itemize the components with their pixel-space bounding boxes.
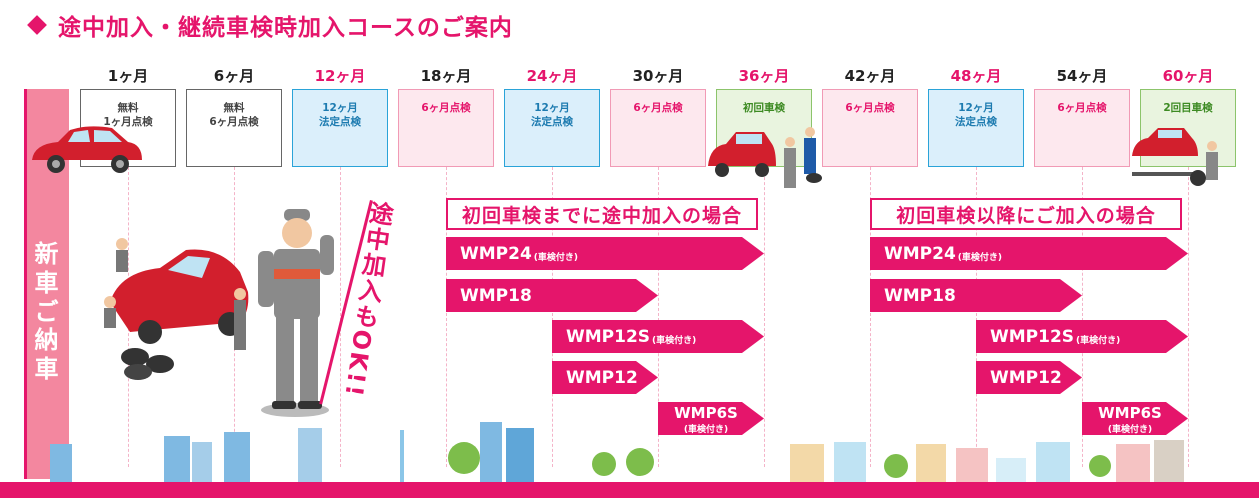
diamond-icon xyxy=(27,15,47,35)
cityscape-illustration xyxy=(50,422,1184,484)
month-label-36: 36ヶ月 xyxy=(738,67,790,85)
plan-arrow-wmp12s-right: WMP12S(車検付き) xyxy=(976,320,1188,353)
month-box-54: 6ヶ月点検 xyxy=(1034,89,1130,167)
red-car-illustration xyxy=(32,126,142,173)
guide-line xyxy=(870,167,871,467)
month-box-48: 12ヶ月法定点検 xyxy=(928,89,1024,167)
plan-arrow-wmp6s-left xyxy=(658,402,764,435)
guide-line xyxy=(658,167,659,467)
plan-arrow-wmp18-right: WMP18 xyxy=(870,279,1082,312)
plan-label-wmp6s-right: WMP6S (車検付き) xyxy=(1098,404,1162,435)
month-label-12: 12ヶ月 xyxy=(314,67,366,85)
month-box-24: 12ヶ月法定点検 xyxy=(504,89,600,167)
guide-line xyxy=(976,167,977,467)
plan-arrow-wmp18-left: WMP18 xyxy=(446,279,658,312)
guide-line xyxy=(764,167,765,467)
month-label-54: 54ヶ月 xyxy=(1056,67,1108,85)
plan-arrow-wmp6s-right xyxy=(1082,402,1188,435)
plan-label-wmp6s-left: WMP6S (車検付き) xyxy=(674,404,738,435)
guide-line xyxy=(446,167,447,467)
inspection-car-illustration xyxy=(708,127,822,188)
mechanic-illustration xyxy=(258,209,334,417)
month-box-12: 12ヶ月法定点検 xyxy=(292,89,388,167)
car-service-illustration xyxy=(104,238,249,380)
month-label-18: 18ヶ月 xyxy=(420,67,472,85)
plan-arrow-wmp12-left: WMP12 xyxy=(552,361,658,394)
left-section-header: 初回車検までに途中加入の場合 xyxy=(446,198,758,230)
new-car-label: 新 車 ご 納 車 xyxy=(34,240,59,384)
month-label-48: 48ヶ月 xyxy=(950,67,1002,85)
plan-arrow-wmp12-right: WMP12 xyxy=(976,361,1082,394)
month-box-42: 6ヶ月点検 xyxy=(822,89,918,167)
month-label-42: 42ヶ月 xyxy=(844,67,896,85)
right-section-header: 初回車検以降にご加入の場合 xyxy=(870,198,1182,230)
month-box-30: 6ヶ月点検 xyxy=(610,89,706,167)
plan-arrow-wmp24-left: WMP24(車検付き) xyxy=(446,237,764,270)
guide-line xyxy=(552,167,553,467)
page-title: 途中加入・継続車検時加入コースのご案内 xyxy=(27,8,513,42)
month-label-30: 30ヶ月 xyxy=(632,67,684,85)
ground-strip xyxy=(0,482,1259,498)
plan-arrow-wmp12s-left: WMP12S(車検付き) xyxy=(552,320,764,353)
guide-line xyxy=(1082,167,1083,467)
guide-line xyxy=(1188,167,1189,467)
month-label-24: 24ヶ月 xyxy=(526,67,578,85)
lift-car-illustration xyxy=(1132,128,1218,186)
month-label-6: 6ヶ月 xyxy=(213,67,255,85)
month-box-18: 6ヶ月点検 xyxy=(398,89,494,167)
month-label-1: 1ヶ月 xyxy=(107,67,149,85)
month-label-60: 60ヶ月 xyxy=(1162,67,1214,85)
plan-arrow-wmp24-right: WMP24(車検付き) xyxy=(870,237,1188,270)
